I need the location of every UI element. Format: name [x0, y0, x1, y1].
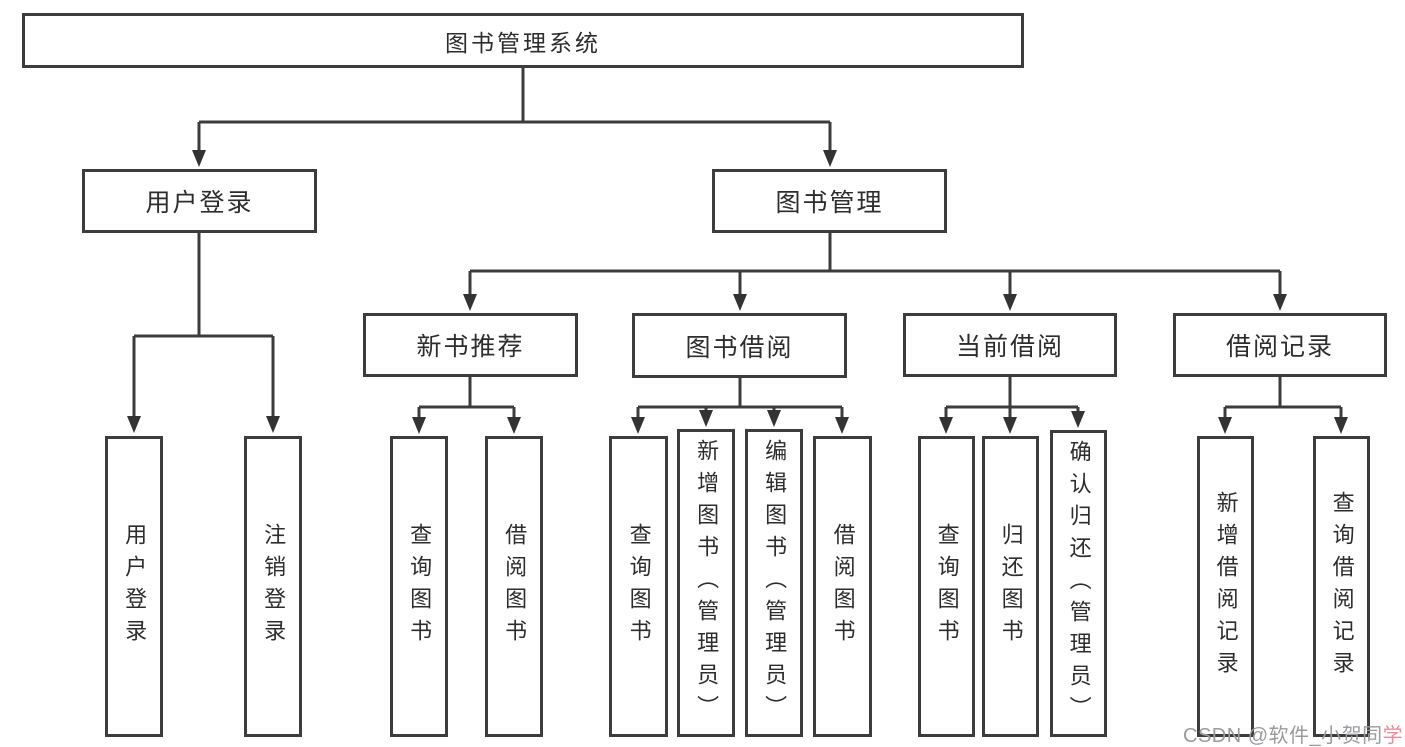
node-label: 借阅记录	[1225, 333, 1334, 361]
leaf-add-book-admin: 新增图书（管理员）	[677, 429, 735, 737]
leaf-query-borrow-record: 查询借阅记录	[1313, 436, 1370, 737]
node-label: 查询图书	[626, 522, 652, 651]
node-label: 查询借阅记录	[1329, 490, 1355, 683]
node-label: 用户登录	[122, 522, 148, 651]
leaf-query-books-current: 查询图书	[918, 436, 975, 737]
leaf-return-books: 归还图书	[982, 436, 1039, 737]
node-label: 归还图书	[998, 522, 1024, 651]
node-borrowing-records: 借阅记录	[1173, 313, 1387, 377]
leaf-logout: 注销登录	[244, 436, 302, 737]
leaf-user-login: 用户登录	[105, 436, 163, 737]
node-label: 注销登录	[261, 522, 287, 651]
leaf-add-borrow-record: 新增借阅记录	[1197, 436, 1254, 737]
node-label: 借阅图书	[502, 522, 528, 651]
node-label: 图书借阅	[685, 333, 794, 362]
node-label: 借阅图书	[830, 522, 856, 651]
node-label: 编辑图书（管理员）	[762, 439, 788, 727]
node-book-management: 图书管理	[712, 169, 947, 233]
node-label: 确认归还（管理员）	[1066, 439, 1092, 728]
node-user-login: 用户登录	[82, 169, 317, 233]
leaf-borrow-books-recommend: 借阅图书	[485, 436, 543, 737]
node-new-book-recommendation: 新书推荐	[363, 313, 578, 377]
node-label: 图书管理系统	[445, 29, 601, 56]
node-label: 新增图书（管理员）	[694, 439, 720, 727]
node-label: 新增借阅记录	[1213, 490, 1239, 683]
arrowhead-icons	[127, 150, 1348, 434]
node-label: 查询图书	[934, 522, 960, 651]
node-library-management-system: 图书管理系统	[22, 13, 1024, 68]
leaf-query-books-recommend: 查询图书	[390, 436, 448, 737]
leaf-edit-book-admin: 编辑图书（管理员）	[745, 429, 803, 737]
watermark-text: CSDN @软件_小贺同	[1183, 725, 1383, 747]
leaf-query-books-borrow: 查询图书	[609, 436, 668, 737]
csdn-watermark: CSDN @软件_小贺同学	[1183, 719, 1403, 747]
node-label: 用户登录	[145, 189, 254, 217]
node-label: 当前借阅	[955, 333, 1064, 361]
node-label: 查询图书	[407, 522, 433, 651]
node-book-borrowing: 图书借阅	[632, 313, 847, 378]
watermark-accent-text: 学	[1382, 725, 1404, 747]
leaf-confirm-return-admin: 确认归还（管理员）	[1050, 430, 1107, 737]
node-label: 新书推荐	[416, 333, 525, 361]
connector-trunks	[132, 68, 1343, 420]
leaf-borrow-books: 借阅图书	[813, 436, 872, 737]
node-label: 图书管理	[775, 189, 884, 217]
node-current-borrowing: 当前借阅	[903, 313, 1117, 377]
